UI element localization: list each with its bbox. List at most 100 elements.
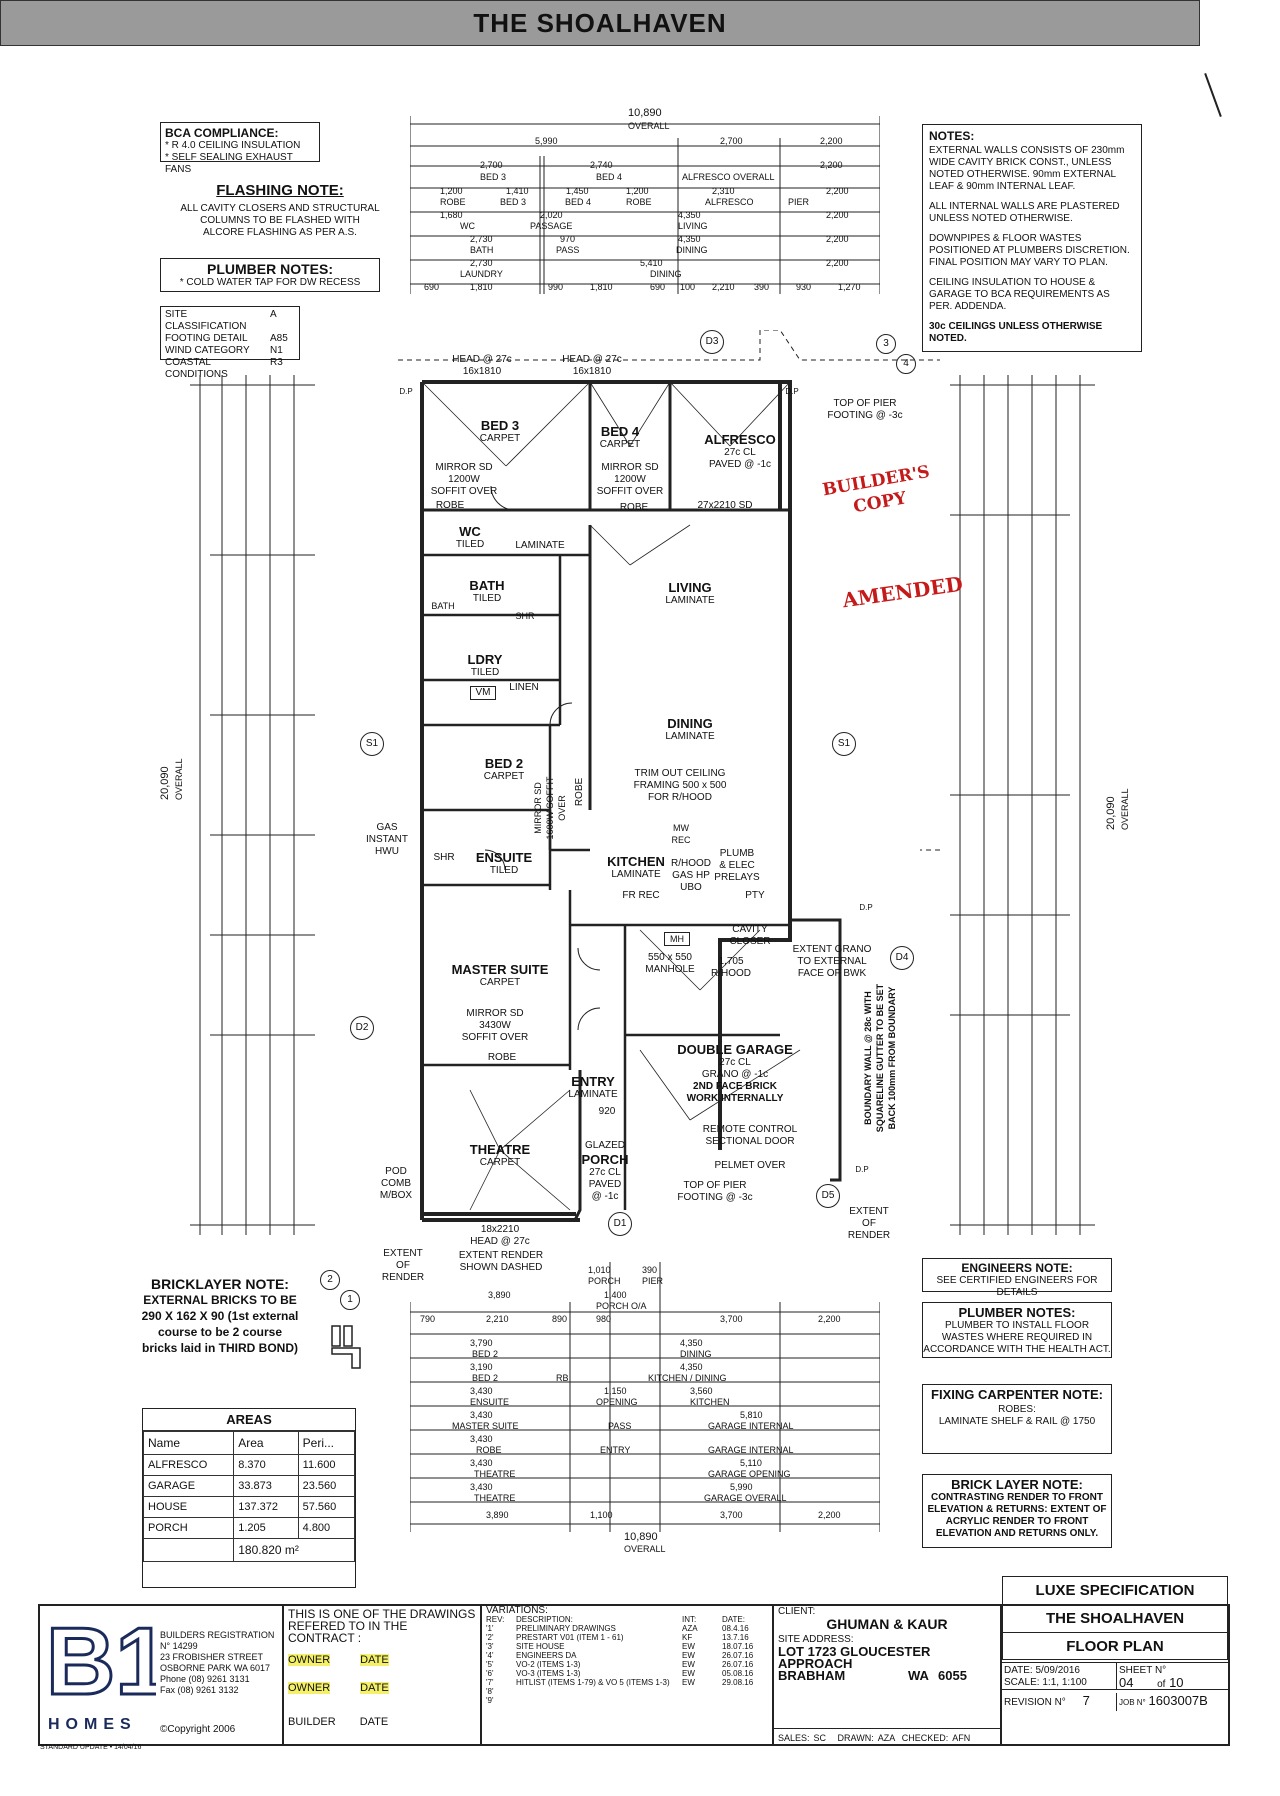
bottom-dim-label: GARAGE OPENING (708, 1469, 791, 1479)
note-downpipes: DOWNPIPES & FLOOR WASTES POSITIONED AT P… (929, 233, 1130, 268)
marker-d4: D4 (890, 946, 914, 970)
bottom-dim: 2,200 (818, 1314, 841, 1324)
company-logo: B1 (45, 1607, 171, 1717)
top-dim-label: DINING (676, 245, 708, 255)
areas-total-row: 180.820 m² (142, 1538, 355, 1562)
page-title: THE SHOALHAVEN (0, 0, 1200, 46)
b1-logo-icon: B1 (45, 1607, 171, 1717)
room-name: ALFRESCO (704, 432, 776, 447)
company-details: BUILDERS REGISTRATION N° 14299 23 FROBIS… (160, 1630, 275, 1695)
brick-layer-note-right: BRICK LAYER NOTE: CONTRASTING RENDER TO … (922, 1474, 1112, 1548)
bricklayer-note-left: BRICKLAYER NOTE: EXTERNAL BRICKS TO BE 2… (140, 1276, 300, 1356)
plumber-top-heading: PLUMBER NOTES: (207, 261, 333, 277)
top-dim: 2,200 (820, 136, 843, 146)
title-block (38, 1604, 1230, 1746)
bottom-dim-label: KITCHEN (690, 1397, 730, 1407)
marker-4: 4 (896, 354, 916, 374)
top-dim-label: ALFRESCO OVERALL (682, 172, 775, 182)
kitchen-mw: MW REC (671, 823, 691, 845)
bottom-dim-label: GARAGE OVERALL (704, 1493, 787, 1503)
room-bed3: BED 3 CARPET (450, 418, 550, 445)
bottom-dim: 980 (596, 1314, 612, 1324)
top-dim-label: BED 3 (480, 172, 507, 182)
hall-laminate: LAMINATE (515, 540, 565, 551)
room-porch: GLAZED PORCH 27c CL PAVED @ -1c (581, 1140, 629, 1202)
top-dim: 2,020 (540, 210, 563, 220)
table-row: '9' (486, 1696, 494, 1705)
bath-shr: SHR (515, 611, 535, 621)
bottom-dim-label: BED 2 (472, 1373, 499, 1383)
bottom-dim: 3,890 (488, 1290, 511, 1300)
logo-text: B1 (46, 1614, 156, 1704)
top-dim: 5,410 (640, 258, 663, 268)
top-dim-label: PIER (788, 197, 810, 207)
top-dim: 2,200 (826, 234, 849, 244)
top-dim: 4,350 (678, 210, 701, 220)
bottom-dimension-lines (410, 1262, 880, 1532)
bottom-dim-label: ENTRY (600, 1445, 631, 1455)
top-dim-label: PASSAGE (530, 221, 573, 231)
marker-d5: D5 (816, 1184, 840, 1208)
marker-2: 2 (320, 1270, 340, 1290)
bottom-dim: 3,700 (720, 1314, 743, 1324)
room-double-garage: DOUBLE GARAGE 27c CL GRANO @ -1c 2ND FAC… (677, 1042, 793, 1104)
top-dim: 2,730 (470, 258, 493, 268)
top-dim: 390 (754, 282, 770, 292)
table-row: '7'HITLIST (ITEMS 1-79) & VO 5 (ITEMS 1-… (486, 1678, 754, 1687)
company-homes: HOMES (48, 1716, 137, 1733)
flashing-note: FLASHING NOTE: ALL CAVITY CLOSERS AND ST… (180, 182, 380, 239)
top-dim: 1,680 (440, 210, 463, 220)
left-overall-label: OVERALL (174, 758, 184, 800)
bottom-dim: 3,190 (470, 1362, 493, 1372)
general-notes-box: NOTES: EXTERNAL WALLS CONSISTS OF 230mm … (922, 124, 1142, 352)
marker-d2: D2 (350, 1016, 374, 1040)
note-ceilings: 30c CEILINGS UNLESS OTHERWISE NOTED. (929, 321, 1103, 344)
top-dim: 1,410 (506, 186, 529, 196)
plumber-notes-top: PLUMBER NOTES: * COLD WATER TAP FOR DW R… (160, 258, 380, 292)
top-dim-label: BED 3 (500, 197, 527, 207)
bottom-dim: 3,430 (470, 1410, 493, 1420)
brick-bond-icon (331, 1325, 361, 1369)
top-dim: 690 (424, 282, 440, 292)
sheet-info: DATE: 5/09/2016 SCALE: 1:1, 1:100 SHEET … (1002, 1662, 1230, 1746)
marker-d1: D1 (608, 1212, 632, 1236)
floor-plan-walls (398, 330, 940, 1222)
downpipe-label: D.P (785, 387, 799, 396)
bottom-dim-label: THEATRE (474, 1469, 516, 1479)
bottom-dim: 5,810 (740, 1410, 763, 1420)
bottom-dim: 890 (552, 1314, 568, 1324)
top-dim: 990 (548, 282, 564, 292)
room-name: BED 4 (600, 424, 640, 439)
bottom-dim-label: PASS (608, 1421, 632, 1431)
top-dim: 970 (560, 234, 576, 244)
top-dim-label: DINING (650, 269, 682, 279)
bottom-dim: 3,790 (470, 1338, 493, 1348)
top-dim: 2,700 (720, 136, 743, 146)
room-name: BED 3 (480, 418, 520, 433)
garage-pelmet: PELMET OVER (714, 1160, 786, 1171)
room-bed4: BED 4 CARPET (570, 424, 670, 451)
bottom-dim: 4,350 (680, 1338, 703, 1348)
bottom-dim: 3,430 (470, 1458, 493, 1468)
kitchen-fr: FR REC (622, 890, 660, 901)
